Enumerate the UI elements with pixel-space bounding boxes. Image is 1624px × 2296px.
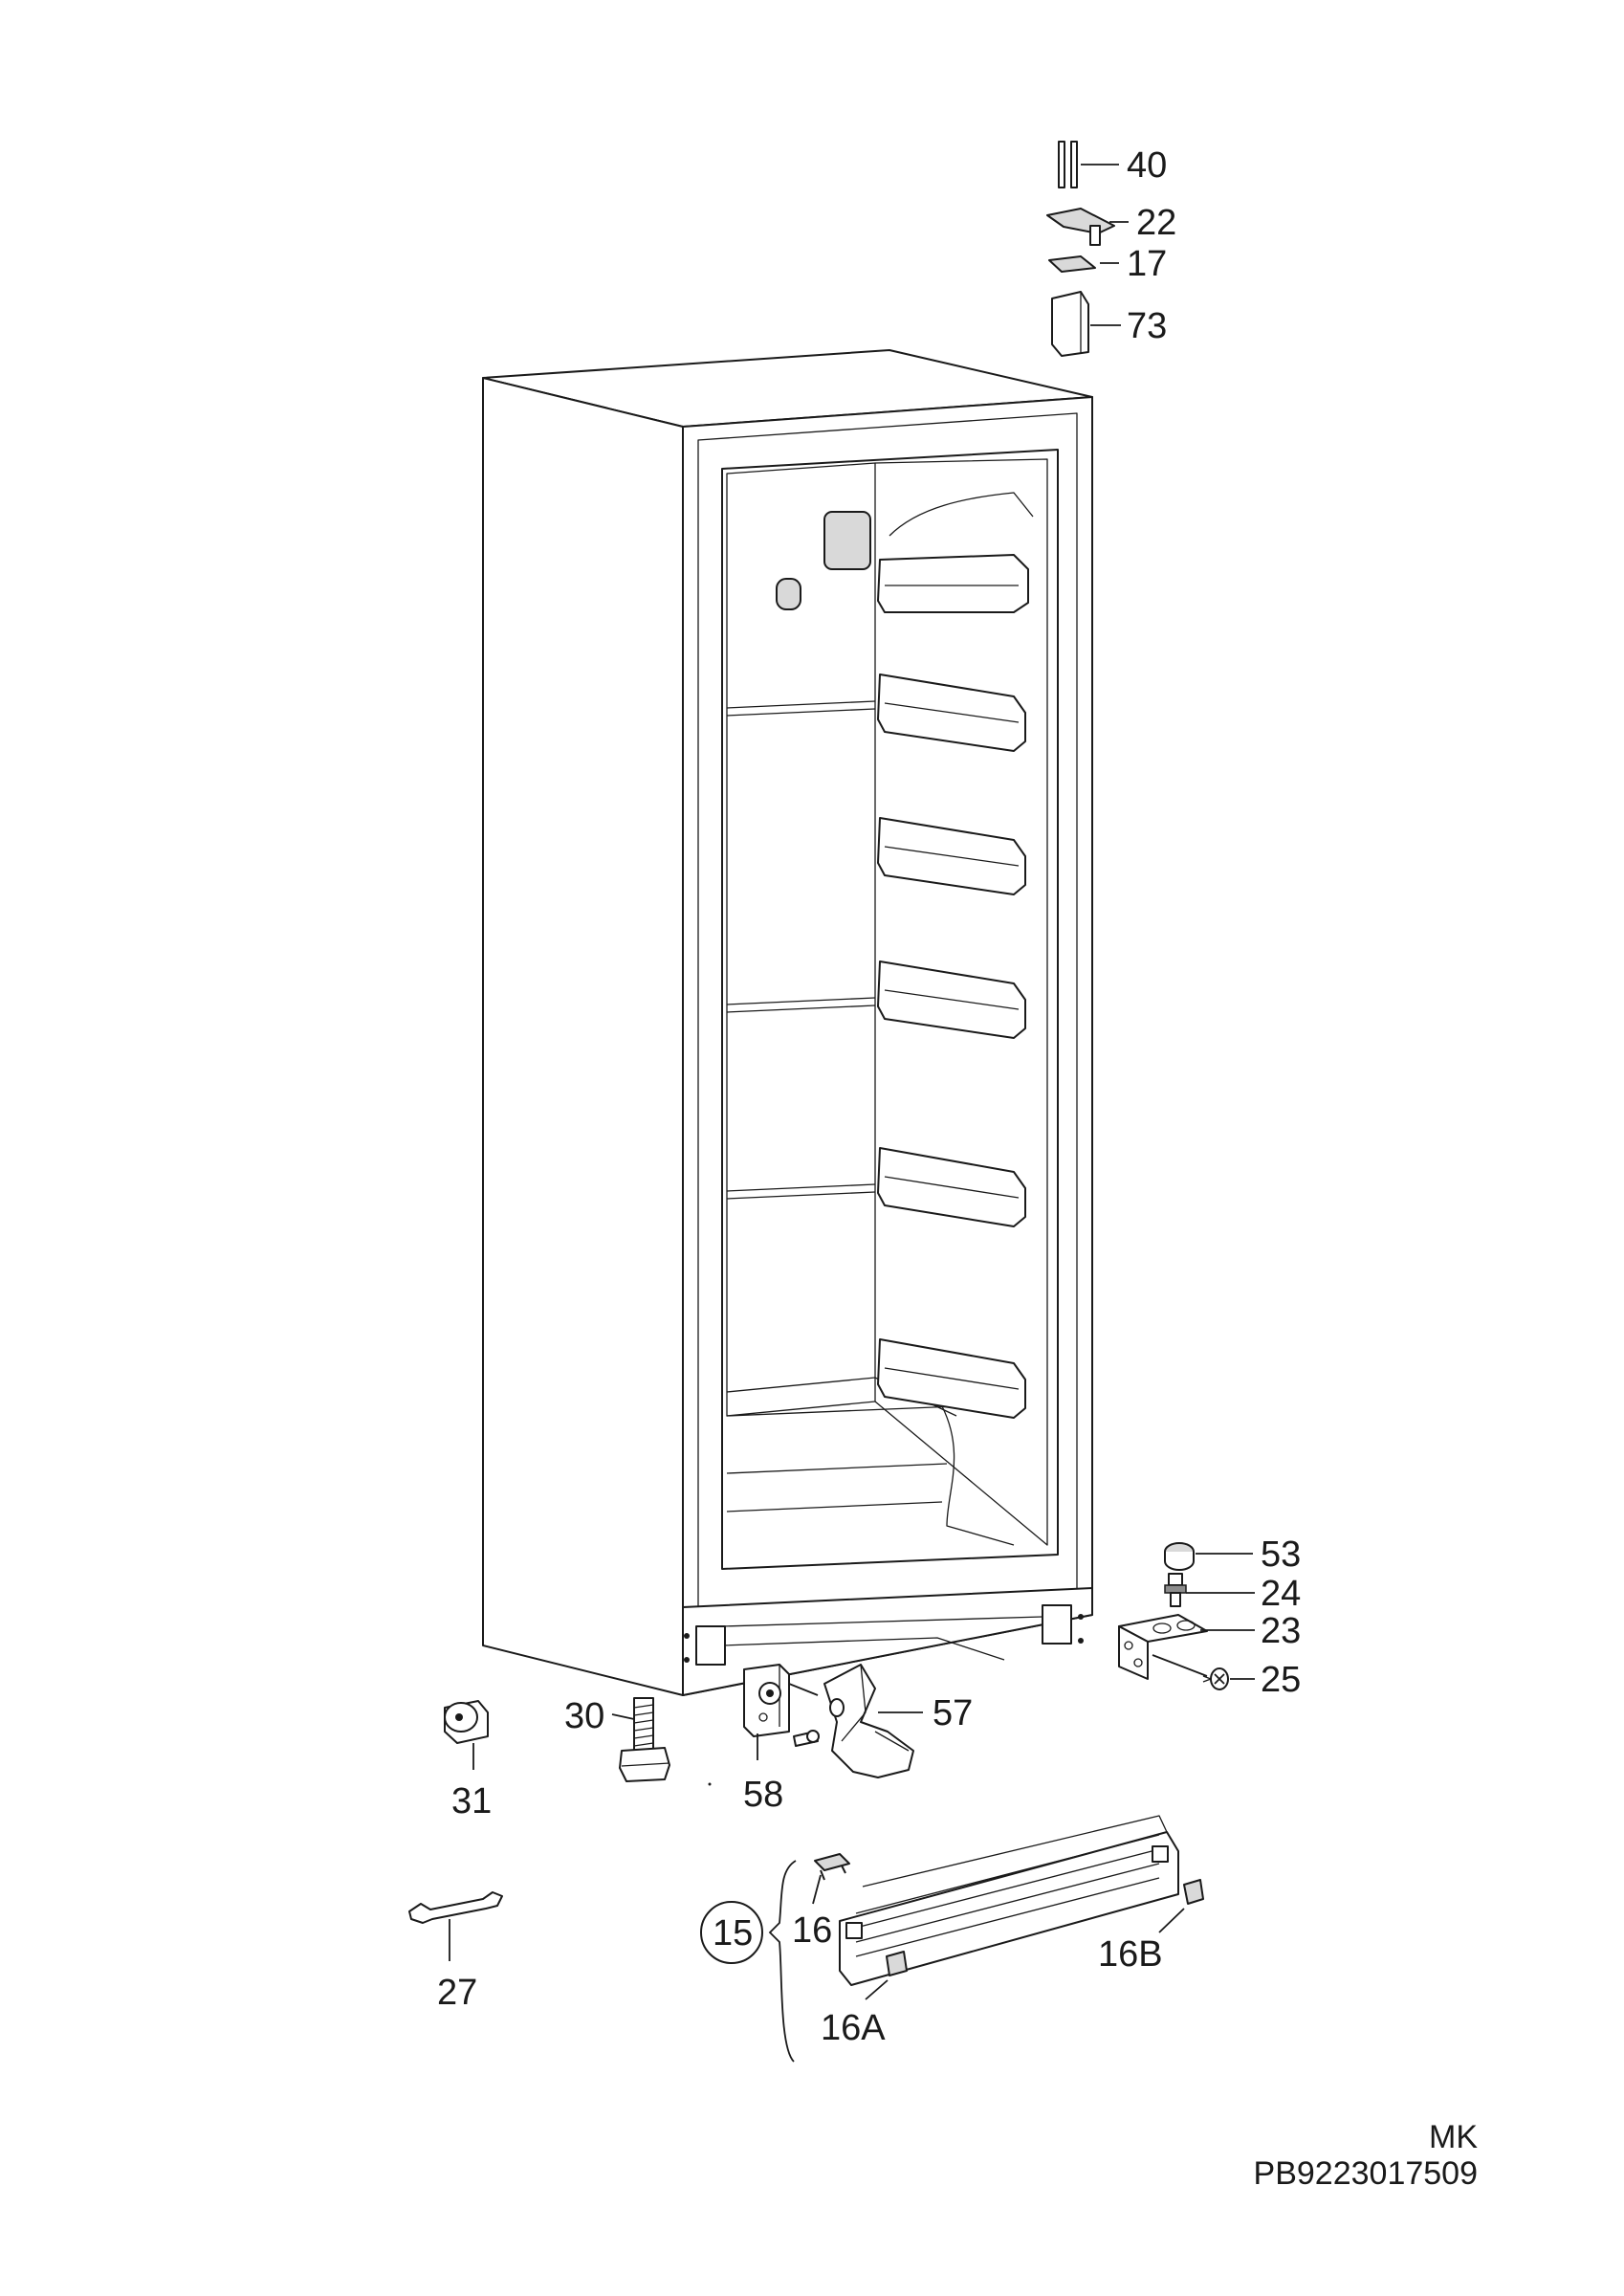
part-22-top-hinge: 22: [1046, 203, 1176, 246]
part-40-screws: 40: [1058, 141, 1167, 188]
part-25-screw: 25: [1152, 1654, 1301, 1700]
part-16A-end-cap: 16A: [821, 1951, 908, 2048]
label-17: 17: [1127, 244, 1167, 284]
part-17-spacer: 17: [1048, 244, 1167, 284]
label-16B: 16B: [1098, 1934, 1163, 1975]
part-58-hinge-bracket: 58: [743, 1664, 820, 1815]
label-24: 24: [1261, 1574, 1301, 1614]
part-53-bushing: 53: [1164, 1534, 1301, 1575]
label-30: 30: [564, 1696, 604, 1736]
part-16B-end-cap: 16B: [1098, 1879, 1204, 1975]
label-16: 16: [792, 1910, 832, 1951]
label-23: 23: [1261, 1611, 1301, 1651]
label-22: 22: [1136, 203, 1176, 243]
label-25: 25: [1261, 1660, 1301, 1700]
label-73: 73: [1127, 306, 1167, 346]
door-bins: [877, 554, 1029, 1419]
label-58: 58: [743, 1775, 783, 1815]
label-27: 27: [437, 1973, 477, 2013]
label-15: 15: [713, 1913, 753, 1954]
label-53: 53: [1261, 1534, 1301, 1575]
label-57: 57: [933, 1693, 973, 1733]
part-24-hinge-pin: 24: [1164, 1573, 1301, 1614]
model-code-mk: MK: [1429, 2119, 1478, 2155]
part-15-kick-plate-group: 15 16 16B 16A: [700, 1815, 1204, 2063]
part-30-adjustable-foot: 30: [564, 1696, 670, 1782]
kick-plate: [839, 1815, 1179, 1986]
label-16A: 16A: [821, 2008, 886, 2048]
part-31-foot: 31: [444, 1700, 492, 1821]
model-code-number: PB9223017509: [1254, 2155, 1478, 2192]
label-40: 40: [1127, 145, 1167, 186]
part-57-hinge-cover: 57: [823, 1664, 973, 1778]
part-23-bottom-hinge: 23: [1118, 1611, 1301, 1680]
label-31: 31: [451, 1781, 492, 1821]
part-16-clip: 16: [792, 1853, 850, 1951]
cabinet: [482, 349, 1093, 1696]
part-73-hinge-cover: 73: [1051, 291, 1167, 357]
part-27-wrench: 27: [408, 1891, 503, 2013]
